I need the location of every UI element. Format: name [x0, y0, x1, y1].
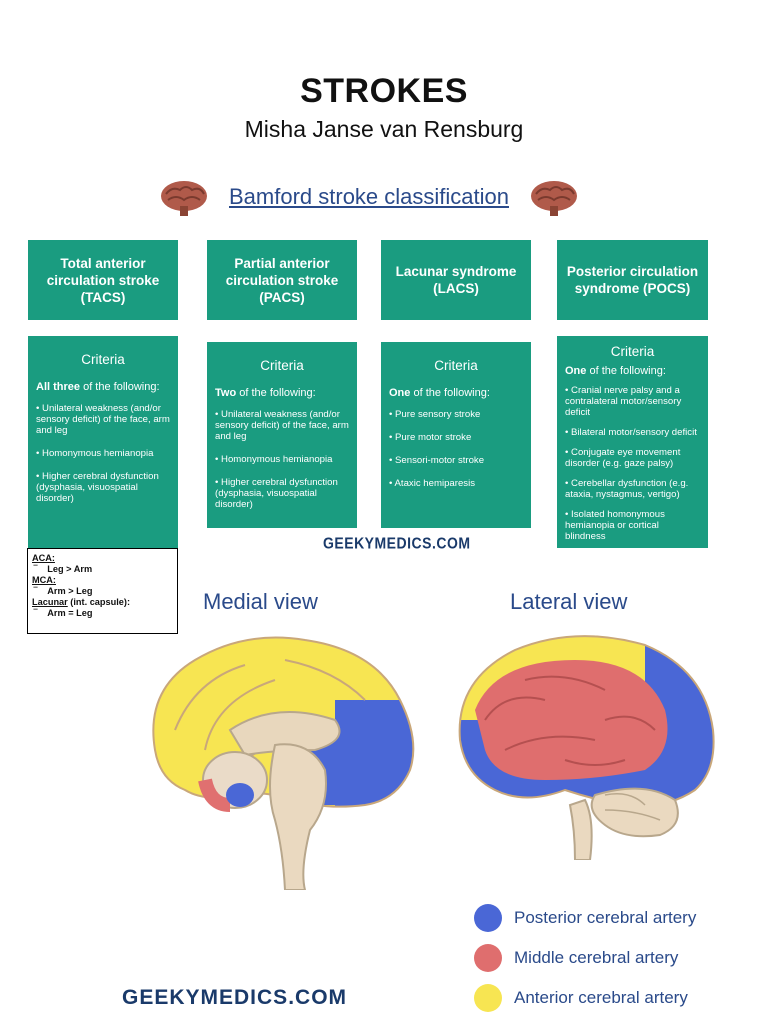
criteria-tacs: Criteria All three of the following: Uni… [28, 336, 178, 548]
classification-title: Bamford stroke classification [229, 184, 509, 209]
category-tacs: Total anterior circulation stroke (TACS) [28, 240, 178, 320]
criteria-lead: All three of the following: [36, 381, 160, 393]
legend-label: Anterior cerebral artery [514, 988, 688, 1007]
list-item: Conjugate eye movement disorder (e.g. ga… [565, 447, 700, 469]
list-item: Sensori-motor stroke [389, 455, 523, 466]
criteria-heading: Criteria [81, 352, 125, 367]
criteria-pacs: Criteria Two of the following: Unilatera… [207, 342, 357, 528]
list-item: Unilateral weakness (and/or sensory defi… [36, 403, 170, 436]
list-item: Unilateral weakness (and/or sensory defi… [215, 409, 349, 442]
legend-item-anterior: Anterior cerebral artery [474, 984, 688, 1012]
lateral-view-label: Lateral view [510, 589, 628, 614]
red-dot-icon [474, 944, 502, 972]
medial-brain-illustration [152, 636, 415, 890]
page-title: STROKES [300, 72, 468, 110]
list-item: Pure sensory stroke [389, 409, 523, 420]
list-item: Higher cerebral dysfunction (dysphasia, … [36, 471, 170, 504]
criteria-pocs: Criteria One of the following: Cranial n… [557, 336, 708, 548]
artery-note-box: ACA: ‾ Leg > Arm MCA: ‾ Arm > Leg Lacuna… [27, 548, 178, 634]
category-lacs: Lacunar syndrome (LACS) [381, 240, 531, 320]
note-aca-line: ‾ Leg > Arm [34, 564, 93, 574]
legend-item-posterior: Posterior cerebral artery [474, 904, 696, 932]
watermark-mid: GEEKYMEDICS.COM [323, 534, 471, 552]
list-item: Ataxic hemiparesis [389, 478, 523, 489]
note-lacunar-line: ‾ Arm = Leg [34, 608, 93, 618]
watermark-bottom: GEEKYMEDICS.COM [122, 986, 348, 1009]
legend-label: Middle cerebral artery [514, 948, 679, 967]
author-name: Misha Janse van Rensburg [244, 116, 524, 142]
list-item: Higher cerebral dysfunction (dysphasia, … [215, 477, 349, 510]
list-item: Homonymous hemianopia [215, 454, 349, 465]
criteria-lead: One of the following: [389, 387, 490, 399]
criteria-heading: Criteria [434, 358, 478, 373]
category-pocs: Posterior circulation syndrome (POCS) [557, 240, 708, 320]
note-lacunar-label: Lacunar (int. capsule): [32, 597, 131, 607]
brain-icon [531, 181, 577, 216]
criteria-heading: Criteria [610, 344, 655, 359]
note-aca-label: ACA: [32, 553, 55, 563]
list-item: Pure motor stroke [389, 432, 523, 443]
medial-view-label: Medial view [203, 589, 318, 614]
yellow-dot-icon [474, 984, 502, 1012]
list-item: Homonymous hemianopia [36, 448, 170, 459]
legend-item-middle: Middle cerebral artery [474, 944, 678, 972]
note-mca-label: MCA: [32, 575, 56, 585]
list-item: Bilateral motor/sensory deficit [565, 427, 700, 438]
criteria-lacs: Criteria One of the following: Pure sens… [381, 342, 531, 528]
criteria-lead: One of the following: [565, 365, 666, 377]
criteria-heading: Criteria [260, 358, 304, 373]
blue-dot-icon [474, 904, 502, 932]
legend-label: Posterior cerebral artery [514, 908, 697, 927]
note-mca-line: ‾ Arm > Leg [34, 586, 93, 596]
list-item: Cranial nerve palsy and a contralateral … [565, 385, 700, 418]
lateral-brain-illustration [458, 635, 715, 860]
brain-icon [161, 181, 207, 216]
list-item: Isolated homonymous hemianopia or cortic… [565, 509, 700, 542]
list-item: Cerebellar dysfunction (e.g. ataxia, nys… [565, 478, 700, 500]
category-pacs: Partial anterior circulation stroke (PAC… [207, 240, 357, 320]
criteria-lead: Two of the following: [215, 387, 316, 399]
